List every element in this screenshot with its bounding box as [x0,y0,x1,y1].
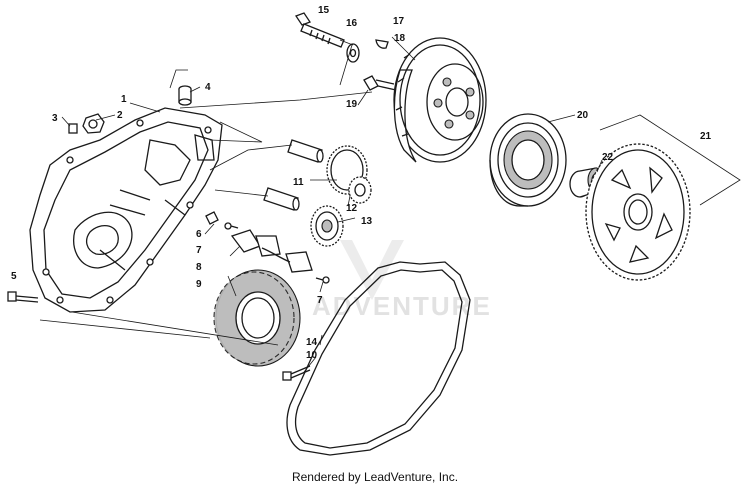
callout-21: 21 [700,131,712,142]
callout-12: 12 [346,203,358,214]
stator-bolt [282,365,311,381]
starter-driven-gear [585,143,691,281]
callout-4: 4 [205,82,211,93]
gear-bracket-line [599,114,741,206]
starter-clutch [489,113,567,207]
cap-nut [82,113,105,134]
bushing [178,85,192,106]
callout-19: 19 [346,99,358,110]
callout-18: 18 [394,33,406,44]
callout-17: 17 [393,16,405,27]
stator [213,269,301,367]
callout-14: 14 [306,337,318,348]
callout-9: 9 [196,279,202,290]
dowel-pins [263,139,324,211]
callout-22: 22 [602,152,614,163]
callout-2: 2 [117,110,123,121]
render-credit: Rendered by LeadVenture, Inc. [291,470,459,484]
cover-gasket [286,261,471,456]
idler-gear [326,145,372,204]
callout-20: 20 [577,110,589,121]
callout-16: 16 [346,18,358,29]
callout-3: 3 [52,113,58,124]
callout-labels: 1 2 3 4 5 6 7 7 8 9 10 11 12 13 14 15 16… [11,5,712,361]
callout-6: 6 [196,229,202,240]
callout-13: 13 [361,216,373,227]
screws [205,211,330,284]
reduction-gear [310,205,344,247]
plug [68,123,78,134]
callout-11: 11 [293,177,304,188]
clutch-bolt [363,75,397,91]
leader-lines [39,36,603,373]
callout-7b: 7 [317,295,323,306]
crankcase-cover [29,107,223,313]
flywheel-rotor [393,37,487,163]
callout-10: 10 [306,350,318,361]
washer [346,43,360,63]
woodruff-key [375,39,389,49]
callout-8: 8 [196,262,202,273]
pulser-coil [230,229,313,273]
callout-15: 15 [318,5,330,16]
flywheel-bolt [295,12,345,48]
cover-bolt [7,291,39,303]
callout-7a: 7 [196,245,202,256]
callout-5: 5 [11,271,17,282]
watermark-text: ADVENTURE [312,291,492,321]
callout-1: 1 [121,94,127,105]
